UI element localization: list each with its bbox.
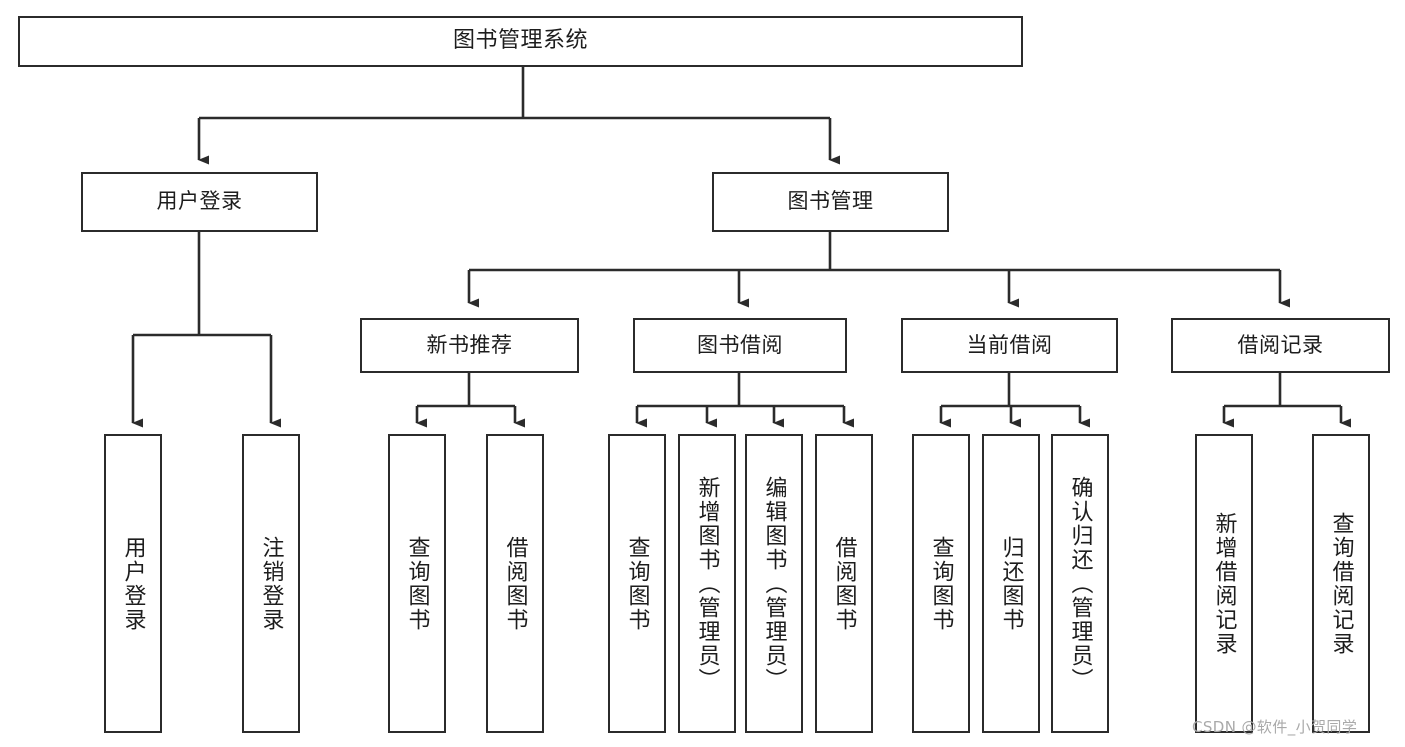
node-label: 图书管理 [787, 189, 874, 214]
leaf-book-borrow-query-book[interactable]: 查询图书 [608, 434, 666, 733]
leaf-book-borrow-add-book-admin[interactable]: 新增图书（管理员） [678, 434, 736, 733]
node-label: 查询图书 [404, 535, 430, 632]
csdn-watermark: CSDN @软件_小贺同学 [1192, 718, 1358, 736]
leaf-user-login-login[interactable]: 用户登录 [104, 434, 162, 733]
node-label: 查询借阅记录 [1328, 511, 1354, 656]
node-label: 编辑图书（管理员） [761, 475, 787, 692]
node-borrow-record[interactable]: 借阅记录 [1171, 318, 1390, 373]
node-label: 查询图书 [928, 535, 954, 632]
node-label: 当前借阅 [966, 332, 1053, 357]
leaf-book-borrow-edit-book-admin[interactable]: 编辑图书（管理员） [745, 434, 803, 733]
leaf-current-borrow-return-book[interactable]: 归还图书 [982, 434, 1040, 733]
leaf-borrow-record-add-record[interactable]: 新增借阅记录 [1195, 434, 1253, 733]
node-label: 注销登录 [258, 535, 284, 632]
node-label: 借阅图书 [502, 535, 528, 632]
node-label: 用户登录 [120, 535, 146, 632]
node-label: 新增图书（管理员） [694, 475, 720, 692]
node-label: 确认归还（管理员） [1067, 475, 1093, 692]
leaf-borrow-record-query-record[interactable]: 查询借阅记录 [1312, 434, 1370, 733]
node-label: 新增借阅记录 [1211, 511, 1237, 656]
node-book-borrow[interactable]: 图书借阅 [633, 318, 847, 373]
node-label: 图书管理系统 [452, 28, 588, 54]
node-label: 新书推荐 [426, 332, 513, 357]
node-label: 查询图书 [624, 535, 650, 632]
leaf-new-book-borrow-book[interactable]: 借阅图书 [486, 434, 544, 733]
leaf-user-login-logout[interactable]: 注销登录 [242, 434, 300, 733]
leaf-current-borrow-query-book[interactable]: 查询图书 [912, 434, 970, 733]
node-book-management[interactable]: 图书管理 [712, 172, 949, 232]
node-label: 图书借阅 [697, 332, 783, 357]
node-label: 归还图书 [998, 535, 1024, 632]
node-root-book-management-system[interactable]: 图书管理系统 [18, 16, 1023, 67]
node-label: 用户登录 [156, 189, 243, 214]
node-current-borrow[interactable]: 当前借阅 [901, 318, 1118, 373]
leaf-book-borrow-borrow-book[interactable]: 借阅图书 [815, 434, 873, 733]
leaf-new-book-query-book[interactable]: 查询图书 [388, 434, 446, 733]
node-label: 借阅记录 [1237, 332, 1324, 357]
leaf-current-borrow-confirm-return-admin[interactable]: 确认归还（管理员） [1051, 434, 1109, 733]
node-label: 借阅图书 [831, 535, 857, 632]
node-user-login[interactable]: 用户登录 [81, 172, 318, 232]
node-new-book-recommend[interactable]: 新书推荐 [360, 318, 579, 373]
